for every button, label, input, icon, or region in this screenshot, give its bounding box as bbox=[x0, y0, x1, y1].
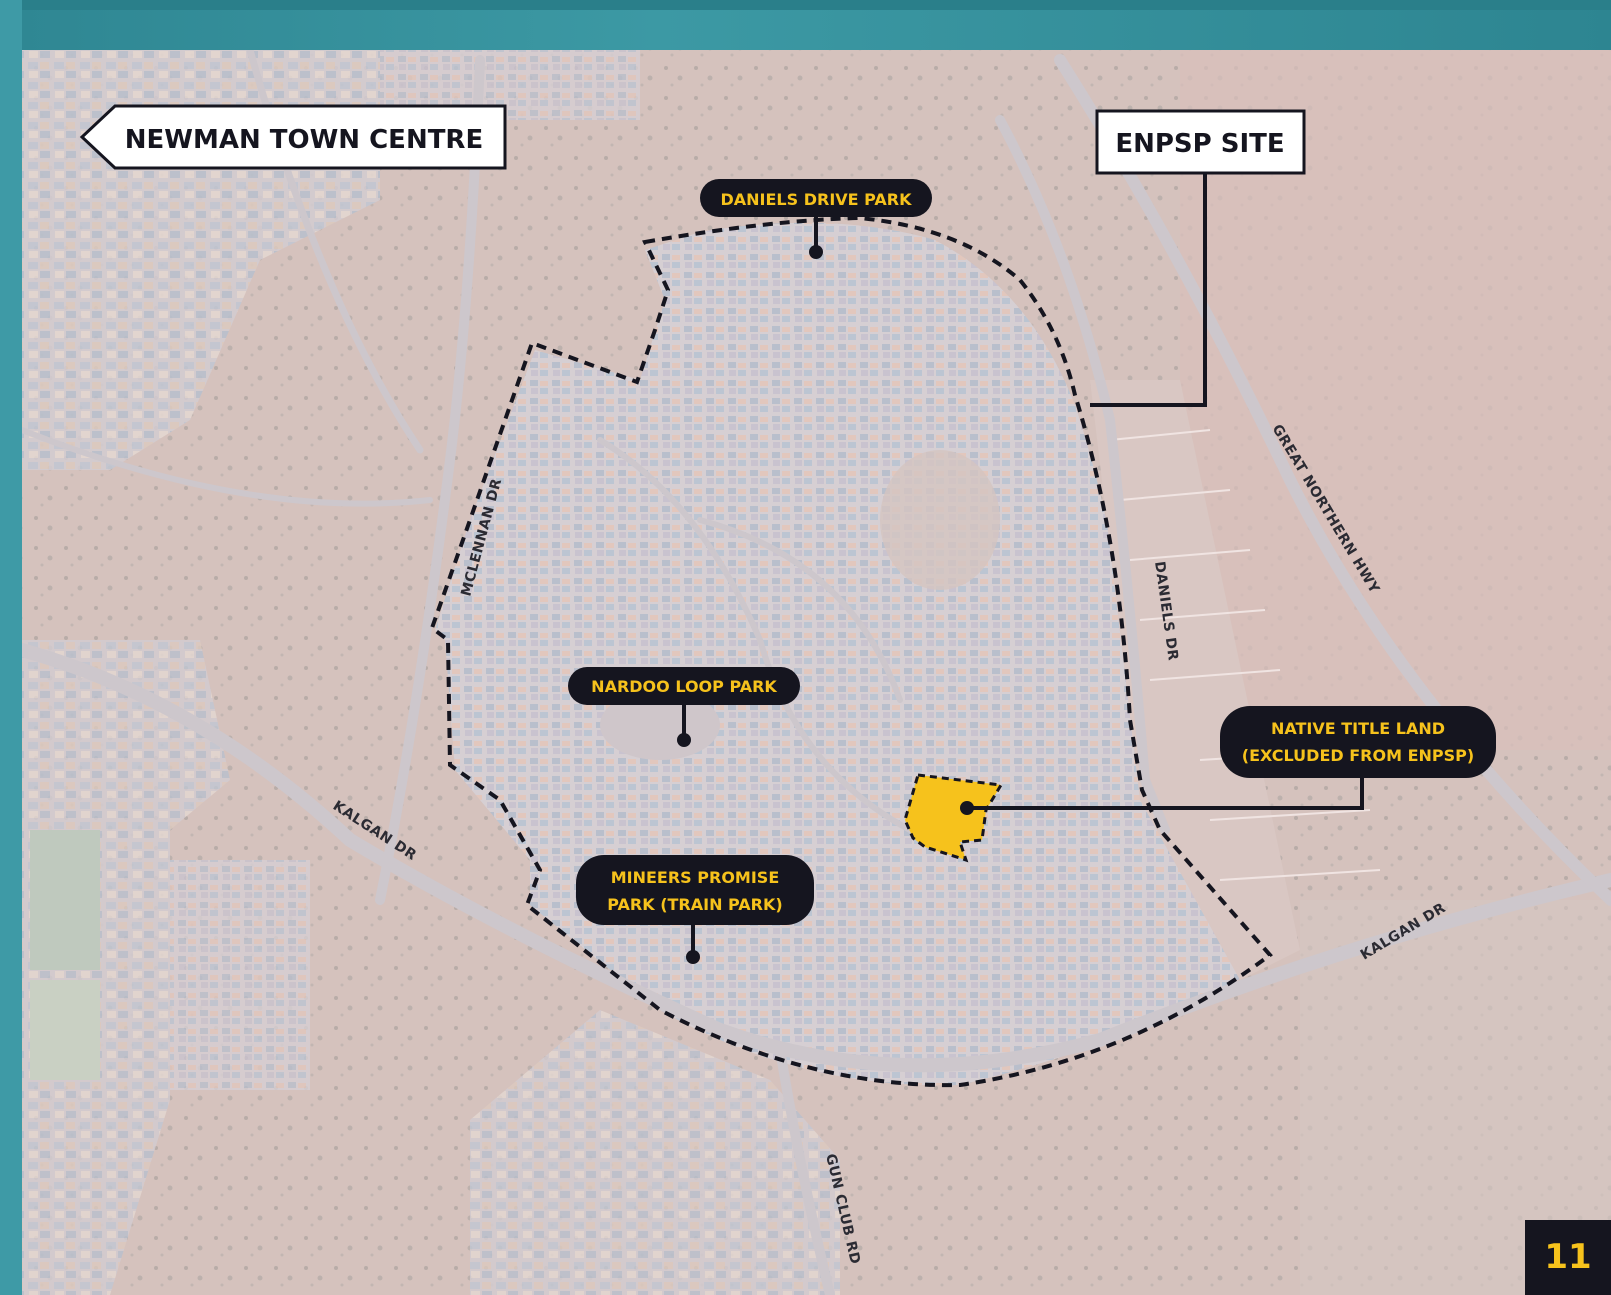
label-nardoo-loop-park: NARDOO LOOP PARK bbox=[568, 667, 800, 705]
svg-text:(EXCLUDED FROM ENPSP): (EXCLUDED FROM ENPSP) bbox=[1242, 746, 1474, 765]
study-boundary-dashed bbox=[429, 215, 1273, 1088]
urban-area-southwest bbox=[22, 640, 230, 1295]
road-network bbox=[22, 50, 1611, 1295]
page-frame-left bbox=[0, 0, 22, 1295]
svg-text:NARDOO LOOP PARK: NARDOO LOOP PARK bbox=[591, 677, 777, 696]
native-title-parcel bbox=[903, 773, 1004, 863]
svg-text:NATIVE TITLE LAND: NATIVE TITLE LAND bbox=[1271, 719, 1445, 738]
svg-text:MINEERS PROMISE: MINEERS PROMISE bbox=[611, 868, 780, 887]
svg-text:NEWMAN TOWN CENTRE: NEWMAN TOWN CENTRE bbox=[125, 125, 483, 155]
svg-text:DANIELS DRIVE PARK: DANIELS DRIVE PARK bbox=[720, 190, 912, 209]
page-number: 11 bbox=[1525, 1220, 1611, 1295]
label-enpsp-site: ENPSP SITE bbox=[1095, 109, 1306, 175]
aerial-map: MCLENNAN DR DANIELS DR GREAT NORTHERN HW… bbox=[22, 50, 1611, 1295]
label-native-title-land: NATIVE TITLE LAND (EXCLUDED FROM ENPSP) bbox=[1220, 706, 1496, 778]
svg-text:PARK (TRAIN PARK): PARK (TRAIN PARK) bbox=[607, 895, 782, 914]
label-newman-town-centre: NEWMAN TOWN CENTRE bbox=[79, 104, 507, 170]
label-daniels-drive-park: DANIELS DRIVE PARK bbox=[700, 179, 932, 217]
label-mineers-promise-park: MINEERS PROMISE PARK (TRAIN PARK) bbox=[576, 855, 814, 925]
svg-text:ENPSP SITE: ENPSP SITE bbox=[1115, 129, 1284, 159]
page-frame-top bbox=[22, 0, 1611, 50]
